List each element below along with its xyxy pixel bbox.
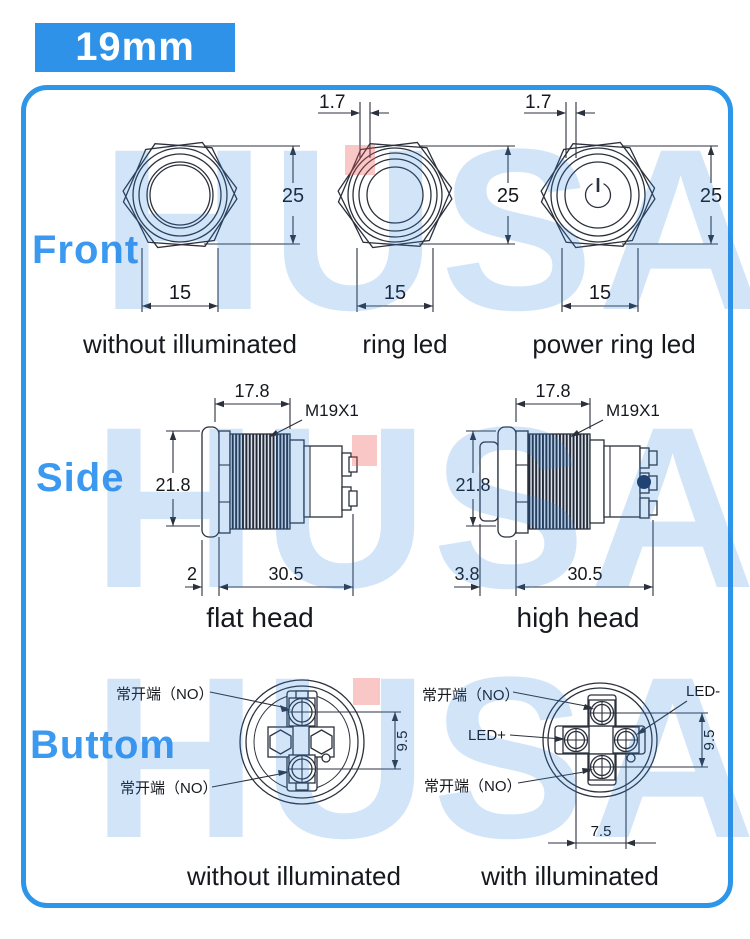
row-label-side: Side: [36, 456, 125, 500]
caption-front-2: ring led: [362, 329, 448, 359]
dim-body-length: 30.5: [268, 564, 303, 584]
terminal-label-no-bottom: 常开端（NO）: [120, 780, 218, 797]
front-view-without-illuminated: 25 15: [122, 141, 304, 312]
side-view-flat-head: 17.8 M19X1 21.8 2 30.5: [155, 381, 359, 596]
dim-ring: 1.7: [319, 92, 345, 113]
power-icon: [584, 178, 612, 209]
dim-pin-pitch-v: 9.5: [701, 730, 718, 751]
front-view-power-ring-led: 1.7 25 15: [524, 92, 722, 312]
dim-thread-spec: M19X1: [305, 401, 359, 420]
dim-width: 15: [589, 282, 611, 304]
dim-width: 15: [169, 282, 191, 304]
terminal-label-no-top: 常开端（NO）: [422, 687, 520, 704]
dim-thread-length: 17.8: [234, 381, 269, 401]
dimension-lines: [141, 145, 300, 312]
caption-side-1: flat head: [206, 602, 314, 633]
caption-bottom-2: with illuminated: [481, 861, 659, 891]
terminal-label-no-bottom: 常开端（NO）: [424, 778, 522, 795]
side-view-high-head: 17.8 M19X1 21.8 3.8 30.5: [454, 381, 660, 596]
dim-diameter: 21.8: [155, 475, 190, 495]
terminal-label-no-top: 常开端（NO）: [116, 686, 214, 703]
bottom-view-with-illuminated: 9.5 7.5: [509, 682, 718, 849]
caption-front-3: power ring led: [532, 329, 696, 359]
dim-pin-pitch-h: 7.5: [591, 823, 612, 840]
terminal-label-led-minus: LED-: [686, 683, 721, 700]
dim-head-height: 2: [187, 564, 197, 584]
bottom-view-without-illuminated: 9.5: [209, 679, 411, 805]
dim-ring: 1.7: [525, 92, 551, 113]
caption-side-2: high head: [516, 602, 640, 633]
row-label-front: Front: [32, 228, 140, 272]
dim-height: 25: [282, 185, 304, 207]
size-badge: 19mm: [35, 23, 235, 72]
dim-pin-pitch-v: 9.5: [394, 731, 411, 752]
caption-front-1: without illuminated: [83, 329, 297, 359]
dim-height: 25: [700, 185, 722, 207]
dim-diameter: 21.8: [455, 475, 490, 495]
dim-thread-length: 17.8: [535, 381, 570, 401]
row-label-bottom: Buttom: [30, 723, 176, 767]
dim-thread-spec: M19X1: [606, 401, 660, 420]
dim-head-height: 3.8: [454, 564, 479, 584]
dim-width: 15: [384, 282, 406, 304]
led-terminal-dot: [637, 475, 651, 489]
terminal-label-led-plus: LED+: [468, 727, 506, 744]
caption-bottom-1: without illuminated: [187, 861, 401, 891]
dim-body-length: 30.5: [567, 564, 602, 584]
front-view-ring-led: 1.7 25 15: [318, 92, 519, 312]
dim-height: 25: [497, 185, 519, 207]
